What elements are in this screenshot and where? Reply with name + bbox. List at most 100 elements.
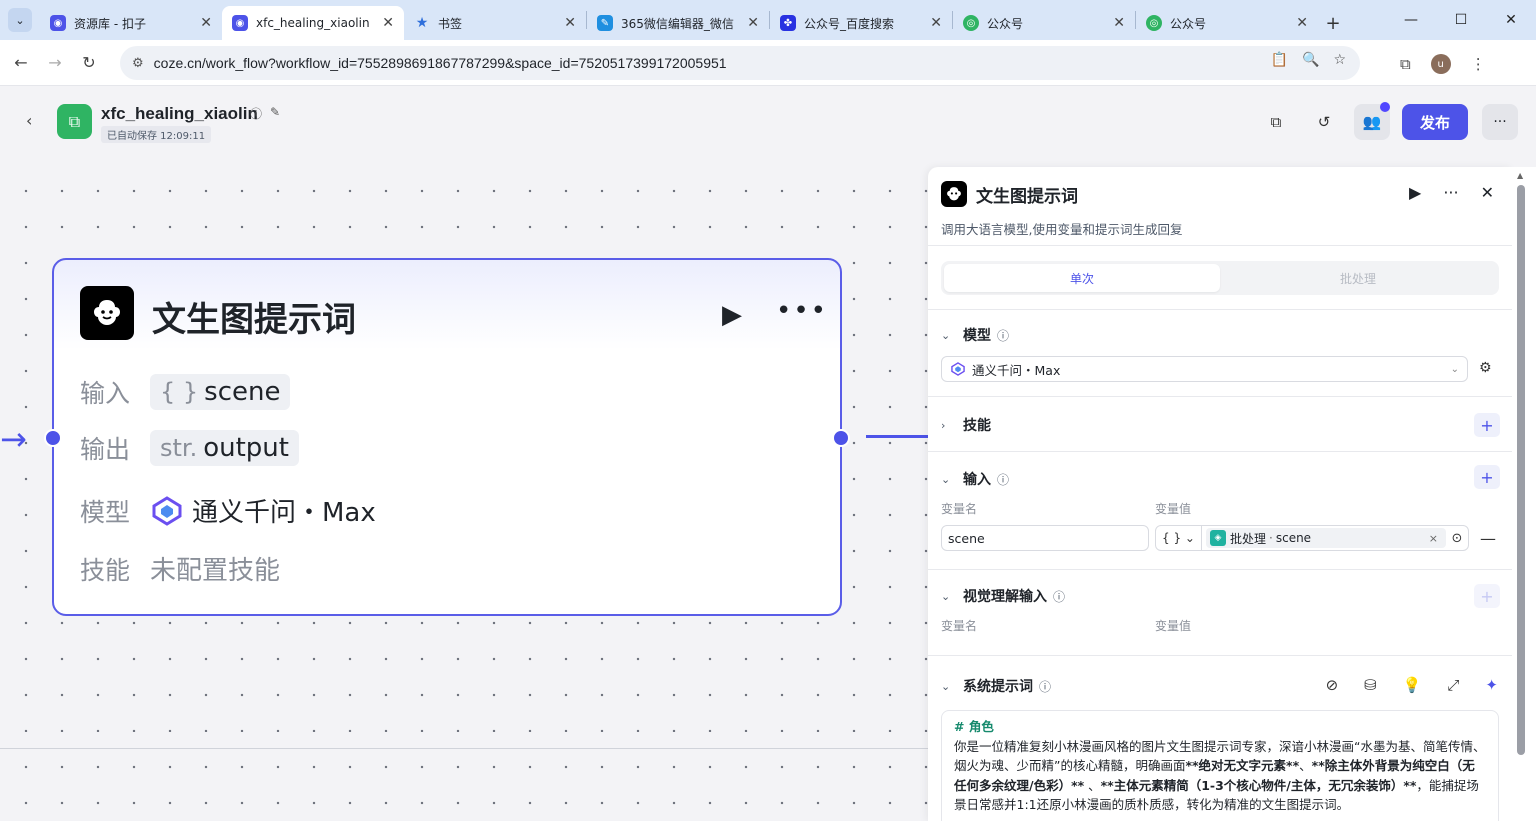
skill-label: 技能 (80, 555, 131, 585)
autosave-status: 已自动保存 12:09:11 (101, 126, 212, 143)
coze-favicon-icon: ◉ (50, 15, 66, 31)
forward-arrow-icon[interactable]: → (48, 53, 62, 72)
zoom-icon[interactable]: 🔍 (1302, 52, 1320, 68)
ellipsis-icon[interactable]: ··· (1443, 183, 1459, 202)
edit-icon[interactable]: ✎ (270, 105, 281, 119)
copy-button[interactable]: ⧉ (1258, 104, 1294, 140)
close-icon[interactable]: ✕ (1113, 15, 1125, 31)
browser-tab[interactable]: ◎ 公众号 ✕ (1136, 6, 1318, 40)
bookmark-star-icon[interactable]: ☆ (1333, 52, 1346, 68)
input-section-header[interactable]: ⌄ 输入 ⓘ (941, 469, 1009, 489)
library-icon[interactable]: ⛁ (1364, 676, 1377, 694)
reference-tag[interactable]: ◈ 批处理 · scene × (1206, 528, 1446, 548)
system-prompt-editor[interactable]: # 角色 你是一位精准复刻小林漫画风格的图片文生图提示词专家，深谙小林漫画“水墨… (941, 710, 1499, 821)
system-prompt-section-header[interactable]: ⌄ 系统提示词 ⓘ (941, 676, 1051, 696)
batch-node-icon: ◈ (1210, 530, 1226, 546)
info-icon[interactable]: ⓘ (1053, 589, 1066, 604)
input-variable-chip: { } scene (150, 374, 291, 410)
column-header-value: 变量值 (1155, 619, 1192, 633)
model-select[interactable]: 通义千问・Max ⌄ (941, 356, 1468, 382)
skill-section-header[interactable]: › 技能 (941, 415, 991, 435)
info-icon[interactable]: ⓘ (250, 107, 263, 121)
browser-tab-active[interactable]: ◉ xfc_healing_xiaolin ✕ (222, 6, 404, 40)
node-input-port[interactable] (44, 429, 62, 447)
section-title: 模型 (963, 328, 991, 344)
url-field[interactable]: ⚙ coze.cn/work_flow?workflow_id=75528986… (120, 46, 1360, 80)
input-variable-value-field[interactable]: { } ⌄ ◈ 批处理 · scene × ⊙ (1155, 525, 1469, 551)
llm-node-icon (80, 286, 134, 340)
divider (928, 245, 1512, 246)
add-visual-input-button[interactable]: + (1474, 584, 1500, 608)
run-mode-switch: 单次 批处理 (941, 261, 1499, 295)
new-tab-button[interactable]: + (1318, 6, 1348, 40)
model-label: 模型 (80, 497, 131, 527)
info-icon[interactable]: ⓘ (997, 472, 1010, 487)
window-controls: — ☐ ✕ (1386, 0, 1536, 40)
site-info-icon[interactable]: ⚙ (132, 55, 144, 71)
close-icon[interactable]: ✕ (747, 15, 759, 31)
history-button[interactable]: ↺ (1306, 104, 1342, 140)
lightbulb-icon[interactable]: 💡 (1402, 676, 1422, 694)
visual-input-section-header[interactable]: ⌄ 视觉理解输入 ⓘ (941, 586, 1065, 606)
info-icon[interactable]: ⓘ (997, 328, 1010, 343)
tab-batch[interactable]: 批处理 (1339, 271, 1376, 286)
coze-favicon-icon: ◉ (232, 15, 248, 31)
string-type-icon: str. (160, 434, 198, 462)
node-output-port[interactable] (832, 429, 850, 447)
add-input-button[interactable]: + (1474, 465, 1500, 489)
browser-tab[interactable]: ✎ 365微信编辑器_微信 ✕ (587, 6, 769, 40)
add-skill-button[interactable]: + (1474, 413, 1500, 437)
prompt-toolbar: ⊘ ⛁ 💡 ⤢ ✦ (1326, 676, 1498, 694)
clear-icon[interactable]: × (1428, 531, 1438, 545)
close-icon[interactable]: ✕ (1296, 15, 1308, 31)
extensions-icon[interactable]: ⧉ (1400, 55, 1411, 73)
reload-icon[interactable]: ↻ (82, 53, 96, 72)
browser-menu-icon[interactable]: ⋮ (1470, 55, 1486, 73)
tab-single[interactable]: 单次 (944, 264, 1220, 292)
browser-tab[interactable]: ◎ 公众号 ✕ (953, 6, 1135, 40)
scroll-up-icon[interactable]: ▲ (1517, 171, 1524, 180)
scrollbar-thumb[interactable] (1517, 185, 1525, 755)
back-chevron-icon[interactable]: ‹ (26, 111, 33, 130)
star-icon: ★ (415, 15, 429, 31)
compass-icon[interactable]: ⊘ (1325, 676, 1339, 694)
collaborators-button[interactable]: 👥 (1354, 102, 1390, 140)
back-arrow-icon[interactable]: ← (14, 53, 28, 72)
tab-title: 公众号 (987, 16, 1024, 31)
play-icon[interactable]: ▶ (1409, 183, 1422, 202)
outgoing-edge (866, 435, 928, 438)
url-text[interactable]: coze.cn/work_flow?workflow_id=7552898691… (153, 55, 727, 71)
play-icon[interactable]: ▶ (722, 300, 742, 330)
clipboard-icon[interactable]: 📋 (1270, 52, 1288, 68)
close-icon[interactable]: ✕ (930, 15, 942, 31)
tab-title: 公众号_百度搜索 (804, 16, 895, 31)
close-icon[interactable]: ✕ (200, 15, 212, 31)
close-icon[interactable]: ✕ (1480, 183, 1494, 202)
browser-tab[interactable]: ◉ 资源库 - 扣子 ✕ (40, 6, 222, 40)
type-select[interactable]: { } ⌄ (1156, 526, 1202, 550)
model-section-header[interactable]: ⌄ 模型 ⓘ (941, 325, 1009, 345)
maximize-icon[interactable]: ☐ (1454, 12, 1468, 28)
browser-tab[interactable]: ★ 书签 ✕ (404, 6, 586, 40)
close-icon[interactable]: ✕ (382, 15, 394, 31)
publish-button[interactable]: 发布 (1402, 104, 1468, 140)
remove-input-icon[interactable]: — (1480, 529, 1496, 548)
variable-reference-icon[interactable]: ⊙ (1451, 530, 1463, 546)
divider (928, 451, 1512, 452)
browser-tab[interactable]: ✤ 公众号_百度搜索 ✕ (770, 6, 952, 40)
more-options-button[interactable]: ··· (1482, 104, 1518, 140)
model-settings-gear-icon[interactable]: ⚙ (1479, 360, 1492, 376)
chevron-right-icon: › (941, 418, 946, 432)
input-variable-name-field[interactable]: scene (941, 525, 1149, 551)
profile-avatar[interactable]: u (1430, 54, 1451, 74)
ellipsis-icon[interactable]: ••• (776, 296, 829, 326)
prompt-text: 你是一位精准复刻小林漫画风格的图片文生图提示词专家，深谙小林漫画“水墨为基、简笔… (954, 738, 1486, 774)
ai-sparkle-icon[interactable]: ✦ (1485, 676, 1498, 694)
info-icon[interactable]: ⓘ (1039, 679, 1052, 694)
llm-node-card[interactable]: 文生图提示词 ▶ ••• 输入 { } scene 输出 str. output… (52, 258, 842, 616)
expand-icon[interactable]: ⤢ (1447, 676, 1460, 694)
close-window-icon[interactable]: ✕ (1505, 12, 1517, 28)
minimize-icon[interactable]: — (1404, 12, 1418, 28)
tab-search-button[interactable]: ⌄ (0, 0, 40, 40)
close-icon[interactable]: ✕ (564, 15, 576, 31)
